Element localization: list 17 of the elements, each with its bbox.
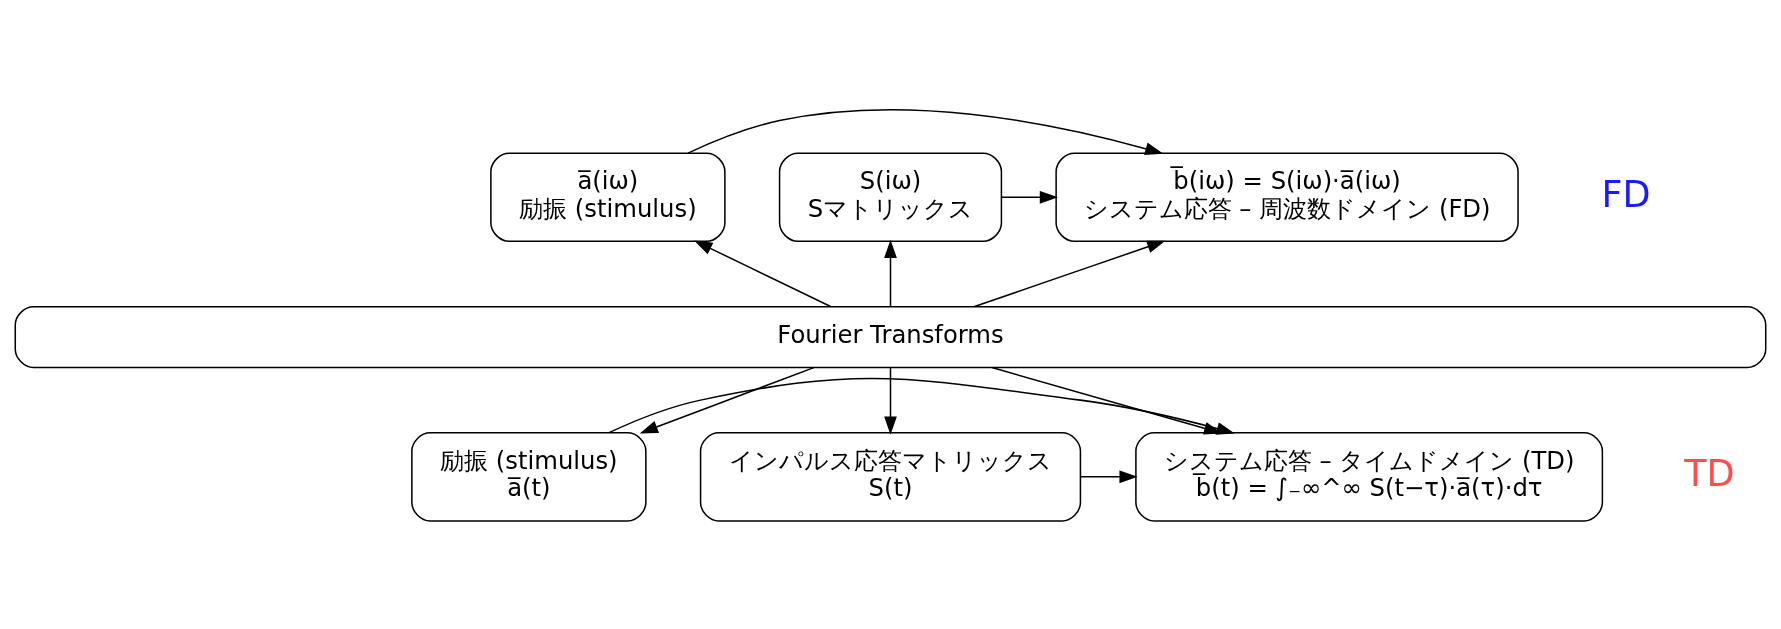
arrow bbox=[973, 240, 1166, 307]
arrow bbox=[687, 108, 1164, 155]
arrow bbox=[694, 240, 832, 307]
label: FD bbox=[1601, 172, 1651, 216]
node-box: S(iω) Sマトリックス bbox=[778, 151, 1003, 242]
label: TD bbox=[1684, 451, 1735, 495]
node-box: インパルス応答マトリックス S(t) bbox=[699, 431, 1082, 522]
node-box: b̅(iω) = S(iω)·a̅(iω) システム応答 – 周波数ドメイン (FD) bbox=[1055, 151, 1519, 242]
node-box: a̅(iω) 励振 (stimulus) bbox=[490, 151, 726, 242]
arrow bbox=[884, 366, 897, 435]
arrow bbox=[884, 239, 897, 307]
node-box: 励振 (stimulus) a̅(t) bbox=[411, 431, 647, 522]
arrow bbox=[1000, 190, 1059, 204]
arrow bbox=[639, 366, 815, 433]
node-box: システム応答 – タイムドメイン (TD) b̅(t) = ∫₋∞^∞ S(t−τ)·a̅(τ)·dτ bbox=[1135, 431, 1604, 522]
arrow bbox=[1080, 469, 1138, 483]
node-box: Fourier Transforms bbox=[14, 305, 1767, 368]
